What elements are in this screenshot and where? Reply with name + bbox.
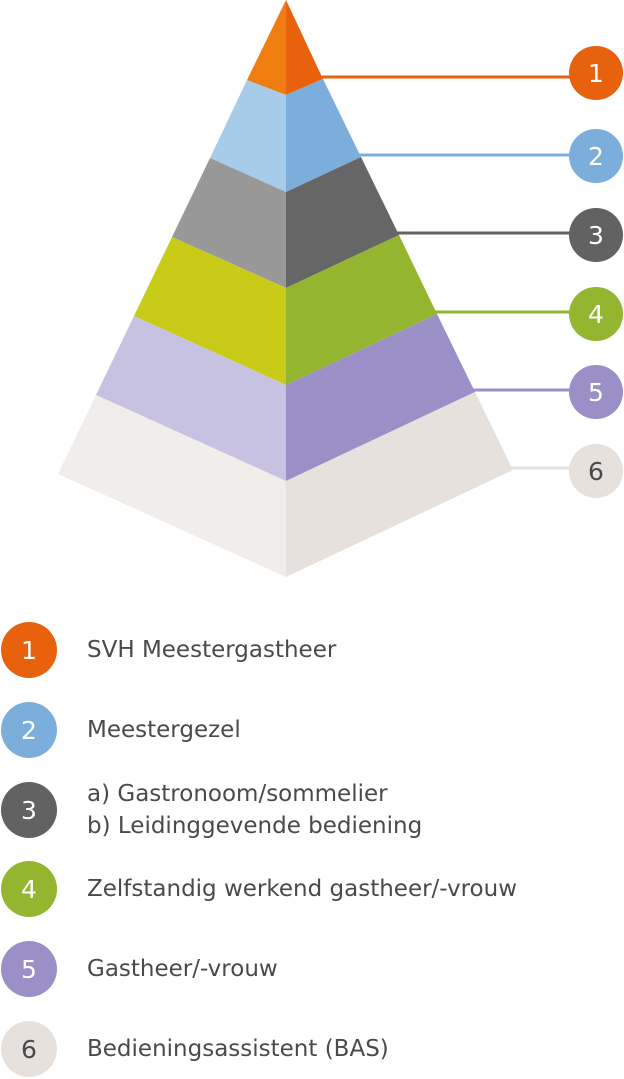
legend-item-4: 4 Zelfstandig werkend gastheer/-vrouw <box>0 859 624 919</box>
pyramid-badge-4 <box>569 287 623 341</box>
legend-label-6-line-1: Bedieningsassistent (BAS) <box>87 1036 389 1062</box>
pyramid-level-1-left-face <box>247 0 286 95</box>
legend-label-3-line-2: b) Leidinggevende bediening <box>87 813 423 839</box>
legend-badge-3: 3 <box>1 782 57 838</box>
legend-item-6: 6 Bedieningsassistent (BAS) <box>0 1019 624 1079</box>
legend-label-2-line-1: Meestergezel <box>87 717 241 743</box>
pyramid-level-5-left-face <box>96 316 286 481</box>
pyramid-level-3-right-face <box>286 157 399 288</box>
legend-badge-5: 5 <box>1 941 57 997</box>
legend-item-5: 5 Gastheer/-vrouw <box>0 939 624 999</box>
legend-label-4-line-1: Zelfstandig werkend gastheer/-vrouw <box>87 876 518 902</box>
pyramid-badge-6-number: 6 <box>588 457 604 486</box>
pyramid-level-5-right-face <box>286 314 475 481</box>
legend-item-3: 3 a) Gastronoom/sommelier b) Leidinggevend… <box>0 780 624 840</box>
pyramid-level-4-right-face <box>286 235 437 385</box>
legend-label-2: Meestergezel <box>87 700 241 760</box>
legend-badge-2: 2 <box>1 702 57 758</box>
legend-item-1: 1 SVH Meestergastheer <box>0 620 624 680</box>
pyramid-level-1-right-face <box>286 0 323 95</box>
legend-label-1: SVH Meestergastheer <box>87 620 336 680</box>
pyramid-badge-5 <box>569 365 623 419</box>
pyramid-badge-4-number: 4 <box>588 300 604 329</box>
legend-label-5-line-1: Gastheer/-vrouw <box>87 956 278 982</box>
legend-item-2: 2 Meestergezel <box>0 700 624 760</box>
pyramid-level-2-left-face <box>210 80 286 192</box>
legend-label-3: a) Gastronoom/sommelier b) Leidinggevende… <box>87 780 422 840</box>
legend-badge-1: 1 <box>1 622 57 678</box>
pyramid-badge-2 <box>569 129 623 183</box>
legend-label-5: Gastheer/-vrouw <box>87 939 278 999</box>
pyramid-level-2-right-face <box>286 79 361 192</box>
legend-label-6: Bedieningsassistent (BAS) <box>87 1019 389 1079</box>
legend-label-3-line-1: a) Gastronoom/sommelier <box>87 781 388 807</box>
legend-label-1-line-1: SVH Meestergastheer <box>87 637 337 663</box>
pyramid-badge-1-number: 1 <box>588 59 604 88</box>
pyramid-badge-3-number: 3 <box>588 221 604 250</box>
legend-badge-6: 6 <box>1 1021 57 1077</box>
pyramid-badge-3 <box>569 208 623 262</box>
pyramid-badge-6 <box>569 444 623 498</box>
legend-badge-4: 4 <box>1 861 57 917</box>
pyramid-level-6-right-face <box>286 392 513 577</box>
pyramid-badge-2-number: 2 <box>588 142 604 171</box>
pyramid-diagram: 1 2 3 4 5 6 <box>58 0 623 577</box>
pyramid-level-6-left-face <box>58 395 286 577</box>
pyramid-level-3-left-face <box>172 158 286 288</box>
pyramid-level-4-left-face <box>134 237 286 385</box>
pyramid-badge-5-number: 5 <box>588 378 604 407</box>
pyramid-badge-1 <box>569 46 623 100</box>
legend-label-4: Zelfstandig werkend gastheer/-vrouw <box>87 859 517 919</box>
